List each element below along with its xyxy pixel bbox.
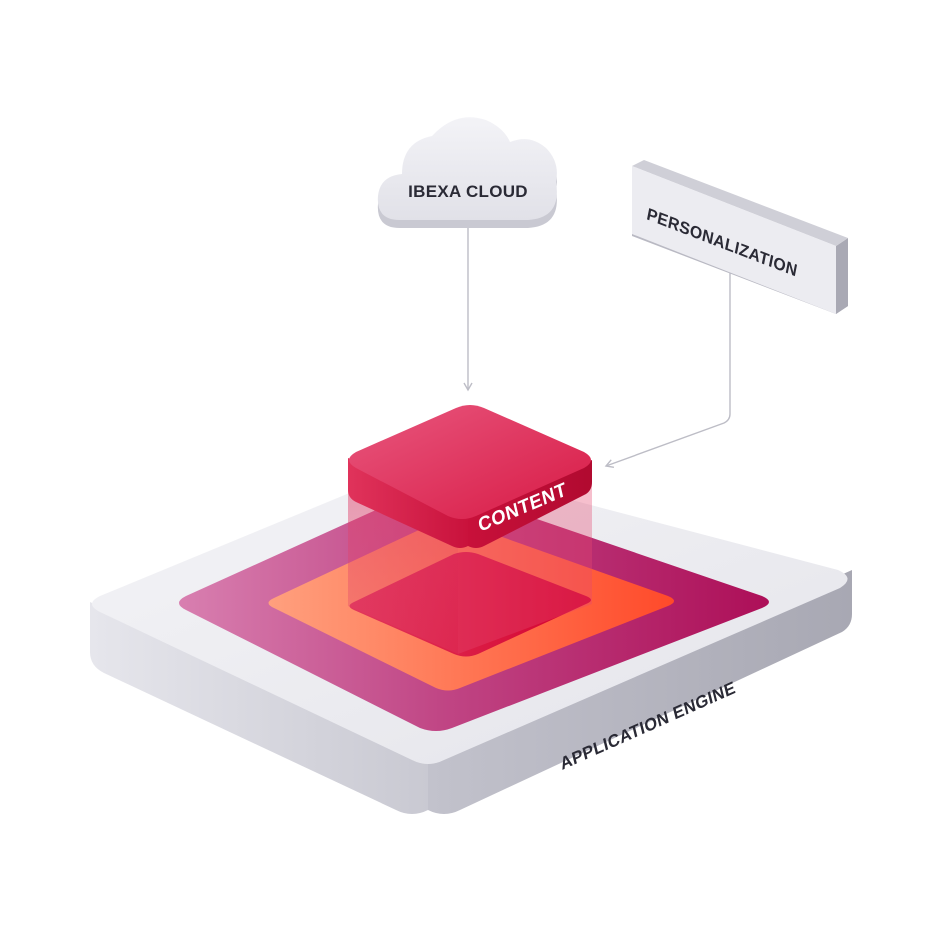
content-block-right: [468, 460, 592, 548]
content-block-top: [349, 405, 591, 519]
personalization-box-face: [632, 166, 836, 314]
ibexa-cloud-node: IBEXA CLOUD: [377, 117, 557, 228]
platform-left-side: [90, 602, 428, 814]
platform-right-side: [428, 570, 852, 814]
content-block: CONTENT: [348, 405, 592, 548]
ibexa-cloud-label: IBEXA CLOUD: [408, 182, 528, 201]
personalization-to-content-connector: [604, 272, 731, 469]
personalization-box-side: [836, 238, 848, 314]
cloud-shape: [377, 117, 557, 220]
personalization-node: PERSONALIZATION: [632, 160, 848, 314]
personalization-box-top-edge: [632, 160, 848, 246]
content-block-left: [348, 458, 468, 548]
